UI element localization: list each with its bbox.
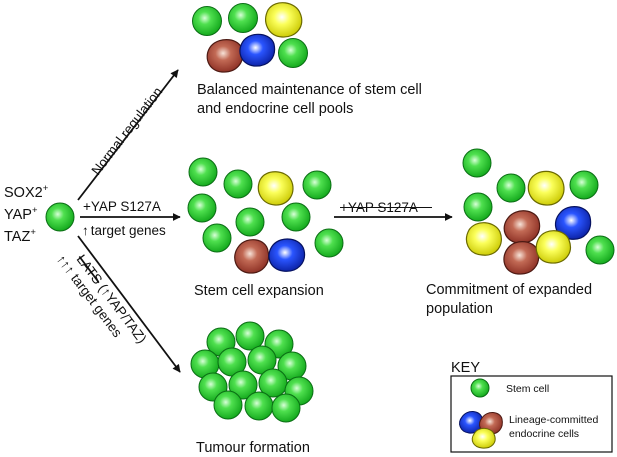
stem-cell bbox=[192, 6, 222, 36]
stem-cell bbox=[228, 3, 258, 33]
arrow-normal-regulation bbox=[77, 69, 179, 201]
marker-sox2: SOX2+ bbox=[4, 183, 49, 201]
origin-group: SOX2+ YAP+ TAZ+ bbox=[4, 183, 75, 245]
label-target-genes: ↑target genes bbox=[82, 223, 166, 238]
origin-stem-cell bbox=[45, 202, 75, 232]
lats-strike-line bbox=[79, 255, 100, 283]
stem-cell bbox=[235, 207, 265, 237]
outcome-commitment-line1: Commitment of expanded bbox=[426, 282, 592, 298]
red-endocrine-cell bbox=[503, 241, 540, 275]
label-lats-group: LATS (↑YAP/TAZ) ↑↑↑ target genes bbox=[54, 252, 150, 346]
stem-cell bbox=[496, 173, 526, 203]
stem-cell bbox=[569, 170, 599, 200]
blue-endocrine-cell bbox=[554, 206, 592, 240]
outcome-commitment-line2: population bbox=[426, 301, 493, 317]
yellow-endocrine-cell bbox=[465, 222, 502, 256]
stem-cell bbox=[463, 192, 493, 222]
stem-cell bbox=[187, 193, 217, 223]
key-lineage-label-line1: Lineage-committed bbox=[509, 414, 598, 426]
marker-taz: TAZ+ bbox=[4, 227, 36, 245]
stem-cell bbox=[302, 170, 332, 200]
stem-cell bbox=[281, 202, 311, 232]
stem-cell bbox=[314, 228, 344, 258]
label-normal-regulation: Normal regulation bbox=[88, 84, 165, 178]
outcome-tumour: Tumour formation bbox=[196, 440, 310, 456]
red-endocrine-cell bbox=[206, 39, 244, 73]
tumour-cell bbox=[235, 321, 265, 351]
yellow-endocrine-cell bbox=[527, 170, 565, 206]
blue-endocrine-cell bbox=[239, 33, 276, 67]
marker-yap: YAP+ bbox=[4, 205, 38, 223]
red-endocrine-cell bbox=[503, 210, 541, 244]
cluster-expansion bbox=[187, 157, 344, 274]
cluster-balanced bbox=[192, 2, 308, 73]
outcome-balanced-line1: Balanced maintenance of stem cell bbox=[197, 82, 422, 98]
key-stem-cell-icon bbox=[470, 378, 490, 398]
outcome-balanced-line2: and endocrine cell pools bbox=[197, 101, 353, 117]
tumour-cell bbox=[228, 370, 258, 400]
arrow-lats bbox=[77, 235, 181, 373]
key-legend: KEY Stem cell Lineage-committed endocrin… bbox=[450, 360, 613, 453]
tumour-cell bbox=[213, 390, 243, 420]
key-yellow-cell-icon bbox=[471, 427, 496, 449]
stem-cell bbox=[202, 223, 232, 253]
tumour-cell bbox=[271, 393, 301, 423]
blue-endocrine-cell bbox=[268, 238, 306, 272]
tumour-cell bbox=[244, 391, 274, 421]
stem-cell bbox=[462, 148, 492, 178]
cluster-commitment bbox=[462, 148, 615, 275]
key-lineage-label-line2: endocrine cells bbox=[509, 428, 579, 440]
outcome-expansion: Stem cell expansion bbox=[194, 283, 324, 299]
label-removal-group: +YAP S127A bbox=[340, 200, 432, 215]
cluster-tumour bbox=[190, 321, 314, 423]
stem-cell bbox=[223, 169, 253, 199]
arrows bbox=[77, 69, 453, 373]
label-yap-s127a: +YAP S127A bbox=[83, 199, 161, 214]
stem-cell bbox=[585, 235, 615, 265]
key-title: KEY bbox=[451, 360, 480, 376]
red-endocrine-cell bbox=[234, 239, 270, 274]
yellow-endocrine-cell bbox=[257, 171, 294, 206]
yellow-endocrine-cell bbox=[265, 2, 303, 38]
stem-cell bbox=[188, 157, 218, 187]
stem-cell bbox=[278, 38, 308, 68]
key-stem-cell-label: Stem cell bbox=[506, 383, 549, 395]
yellow-endocrine-cell bbox=[535, 230, 571, 264]
